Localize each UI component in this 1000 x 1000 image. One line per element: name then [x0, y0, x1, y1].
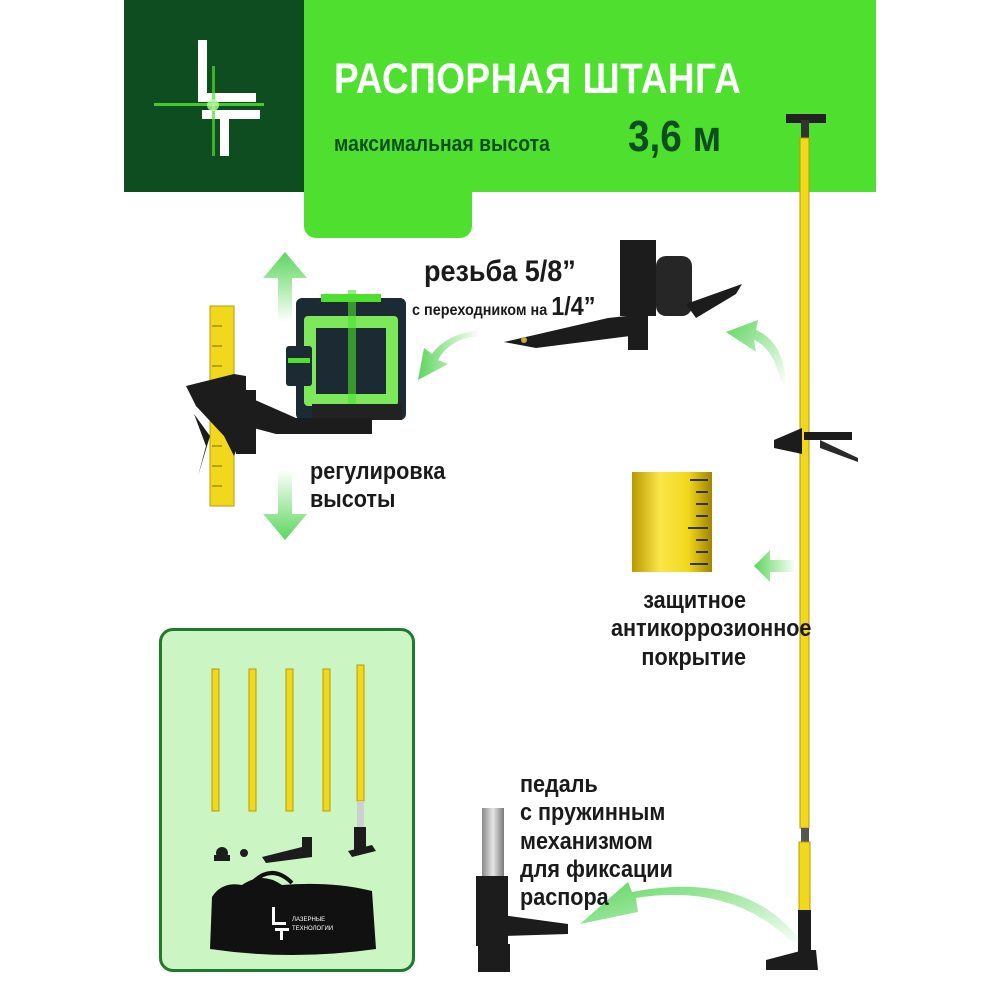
adapter-prefix: с переходником на	[412, 302, 552, 319]
arrow-to-pedal-icon	[580, 882, 800, 948]
pedal-line-3: механизмом	[520, 827, 653, 855]
height-adjust-line-1: регулировка	[310, 458, 446, 485]
height-adjust-arrows-icon	[263, 252, 307, 540]
coating-line-2: антикоррозионное	[611, 615, 812, 643]
laser-level-on-pole-image	[186, 290, 406, 507]
coating-line-1: защитное	[643, 587, 746, 614]
page-title: РАСПОРНАЯ ШТАНГА	[334, 55, 742, 103]
coating-line-3: покрытие	[641, 643, 746, 671]
pole-coating-closeup-image	[632, 472, 712, 572]
pedal-line-1: педаль	[520, 771, 598, 798]
arrow-to-clamp-icon	[726, 320, 786, 386]
header-banner	[304, 0, 876, 192]
kit-contents-image: ЛАЗЕРНЫЕ ТЕХНОЛОГИИ	[210, 664, 376, 955]
arrow-to-coating-icon	[754, 550, 796, 582]
bag-brand-line-2: ТЕХНОЛОГИИ	[292, 926, 333, 932]
pedal-line-2: с пружинным	[520, 799, 666, 827]
height-adjust-label: регулировка высоты	[310, 458, 472, 515]
arrow-to-level-icon	[418, 330, 480, 380]
pedal-line-5: распора	[520, 884, 609, 912]
kit-contents-panel: ЛАЗЕРНЫЕ ТЕХНОЛОГИИ	[159, 628, 415, 972]
height-adjust-line-2: высоты	[310, 486, 396, 514]
adapter-size-value: 1/4”	[551, 291, 596, 321]
bag-brand-line-1: ЛАЗЕРНЫЕ	[292, 917, 325, 923]
thread-size-label: резьба 5/8”	[424, 255, 576, 288]
thread-clamp-image	[504, 240, 742, 350]
coating-label: защитное антикоррозионное покрытие	[611, 587, 812, 672]
support-pole-image	[766, 114, 858, 970]
pedal-label: педаль с пружинным механизмом для фиксац…	[520, 771, 682, 913]
bag-logo-icon	[272, 907, 289, 940]
lt-logo-icon	[154, 40, 264, 156]
pedal-closeup-image	[476, 808, 568, 972]
adapter-size-label: с переходником на 1/4”	[412, 291, 596, 322]
max-height-caption: максимальная высота	[334, 131, 550, 156]
header-banner-tab	[304, 190, 472, 238]
max-height-value: 3,6 м	[628, 112, 722, 161]
pedal-line-4: для фиксации	[520, 855, 673, 883]
